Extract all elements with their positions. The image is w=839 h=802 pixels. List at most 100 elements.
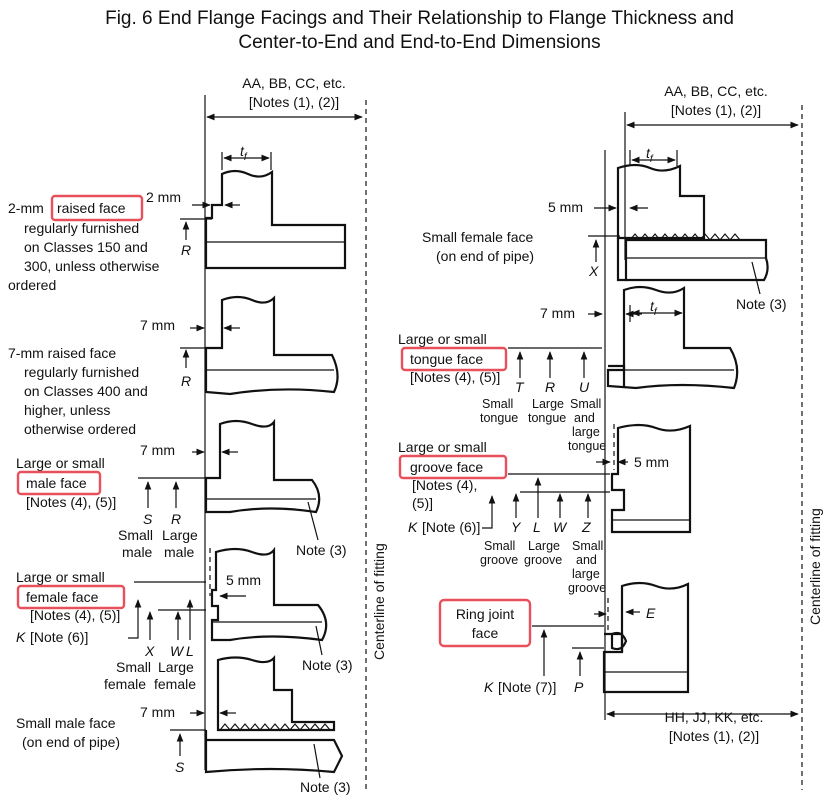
groove-c3c: large — [572, 567, 600, 581]
tongue-R: R — [545, 379, 555, 395]
groove-c2a: Large — [528, 539, 560, 553]
male-small2: male — [122, 544, 153, 560]
groove-notes2: (5)] — [412, 495, 433, 511]
male-R: R — [171, 511, 181, 527]
groove-Y: Y — [511, 519, 522, 535]
tongue-mm-label: 7 mm — [540, 305, 575, 321]
left-tf-label: tf — [240, 143, 248, 163]
male-large2: male — [164, 544, 195, 560]
smallmale-line1: Small male face — [16, 715, 116, 731]
female-notes: [Notes (4), (5)] — [30, 607, 120, 623]
groove-c3b: and — [576, 553, 597, 567]
male-line1: Large or small — [16, 455, 105, 471]
groove-c1b: groove — [480, 553, 518, 567]
right-tf-label-top: tf — [646, 145, 654, 165]
tongue-c2b: tongue — [528, 411, 566, 425]
female-L: L — [186, 643, 194, 659]
female-small2: female — [104, 676, 146, 692]
female-highlight — [16, 584, 126, 610]
raised7-line-4: otherwise ordered — [24, 421, 136, 437]
left-column: AA, BB, CC, etc. [Notes (1), (2)] Center… — [8, 75, 387, 795]
smallmale-line2: (on end of pipe) — [22, 734, 120, 750]
tongue-c3c: large — [572, 425, 600, 439]
smallfemale-note3: Note (3) — [736, 296, 787, 312]
groove-mm-label: 5 mm — [634, 454, 669, 470]
right-column: AA, BB, CC, etc. [Notes (1), (2)] Center… — [398, 83, 823, 790]
female-large2: female — [154, 676, 196, 692]
tongue-c3a: Small — [570, 397, 601, 411]
tongue-line1: Large or small — [398, 331, 487, 347]
right-dim-label: AA, BB, CC, etc. — [664, 83, 767, 99]
tongue-notes: [Notes (4), (5)] — [410, 369, 500, 385]
smallmale-S: S — [175, 759, 185, 775]
tongue-highlight — [400, 346, 508, 372]
figure-title-line-2: Center-to-End and End-to-End Dimensions — [238, 32, 601, 53]
male-mm-label: 7 mm — [140, 442, 175, 458]
tongue-c3d: tongue — [568, 439, 606, 453]
raised7-R: R — [181, 373, 191, 389]
male-large: Large — [162, 527, 198, 543]
groove-highlight — [398, 454, 508, 480]
female-large: Large — [158, 659, 194, 675]
female-W: W — [170, 643, 185, 659]
raised2-line-0: regularly furnished — [24, 220, 139, 236]
left-dim-notes: [Notes (1), (2)] — [249, 94, 339, 110]
raised2-line-1: on Classes 150 and — [24, 239, 148, 255]
tongue-c1b: tongue — [480, 411, 518, 425]
flange-tongue: 7 mm tf Large or small tongue face [Note… — [398, 285, 739, 453]
raised7-line-0: 7-mm raised face — [8, 345, 116, 361]
right-centerline-label: Centerline of fitting — [807, 508, 823, 625]
left-dim-label: AA, BB, CC, etc. — [242, 75, 345, 91]
tongue-boxed-label: tongue face — [410, 351, 483, 367]
flange-groove: 5 mm Large or small groove face [Notes (… — [398, 423, 692, 595]
raised7-mm-label: 7 mm — [140, 317, 175, 333]
smallmale-mm-label: 7 mm — [140, 704, 175, 720]
female-note3: Note (3) — [302, 657, 353, 673]
female-line1: Large or small — [16, 569, 105, 585]
groove-Z: Z — [581, 519, 591, 535]
raised2-R: R — [181, 242, 191, 258]
groove-c1a: Small — [484, 539, 515, 553]
right-bottom-dim-notes: [Notes (1), (2)] — [669, 728, 759, 744]
ring-boxed2: face — [472, 625, 499, 641]
groove-notes1: [Notes (4), — [412, 477, 477, 493]
ring-P: P — [574, 679, 584, 695]
left-centerline-label: Centerline of fitting — [371, 543, 387, 660]
raised7-line-3: higher, unless — [24, 402, 110, 418]
smallfemale-X: X — [588, 263, 599, 279]
groove-c2b: groove — [524, 553, 562, 567]
tongue-c1a: Small — [482, 397, 513, 411]
groove-W: W — [553, 519, 568, 535]
male-boxed-label: male face — [26, 475, 87, 491]
flange-female: 5 mm Large or small female face [Notes (… — [16, 546, 353, 692]
flange-raised-7mm: 7 mm 7-mm raised face regularly furnishe… — [8, 295, 339, 437]
male-notes: [Notes (4), (5)] — [26, 494, 116, 510]
groove-line1: Large or small — [398, 439, 487, 455]
tongue-c2a: Large — [532, 397, 564, 411]
flange-small-female-pipe: 5 mm Small female face (on end of pipe) … — [422, 163, 787, 312]
raised2-prefix: 2-mm — [8, 200, 44, 216]
flange-raised-2mm: 2 mm 2-mm raised face regularly furnishe… — [8, 169, 347, 293]
right-bottom-dim-label: HH, JJ, KK, etc. — [665, 709, 764, 725]
raised7-line-2: on Classes 400 and — [24, 383, 148, 399]
male-highlight — [16, 470, 102, 496]
ring-boxed1: Ring joint — [456, 606, 514, 622]
female-X: X — [144, 643, 155, 659]
female-small: Small — [116, 659, 151, 675]
female-K: K — [16, 629, 26, 645]
raised2-highlight — [50, 194, 144, 222]
ring-K: K — [484, 679, 494, 695]
ring-highlight — [438, 598, 532, 648]
ring-E: E — [646, 605, 656, 621]
groove-boxed-label: groove face — [410, 459, 483, 475]
male-small: Small — [118, 527, 153, 543]
groove-L: L — [533, 519, 541, 535]
tongue-T: T — [515, 379, 525, 395]
groove-c3d: groove — [568, 581, 606, 595]
smallfemale-line2: (on end of pipe) — [436, 248, 534, 264]
right-tf-label-mid: tf — [650, 298, 658, 318]
ring-K-note: [Note (7)] — [498, 679, 556, 695]
tongue-c3b: and — [574, 411, 595, 425]
smallmale-note3: Note (3) — [300, 779, 351, 795]
raised2-boxed-label: raised face — [57, 200, 126, 216]
